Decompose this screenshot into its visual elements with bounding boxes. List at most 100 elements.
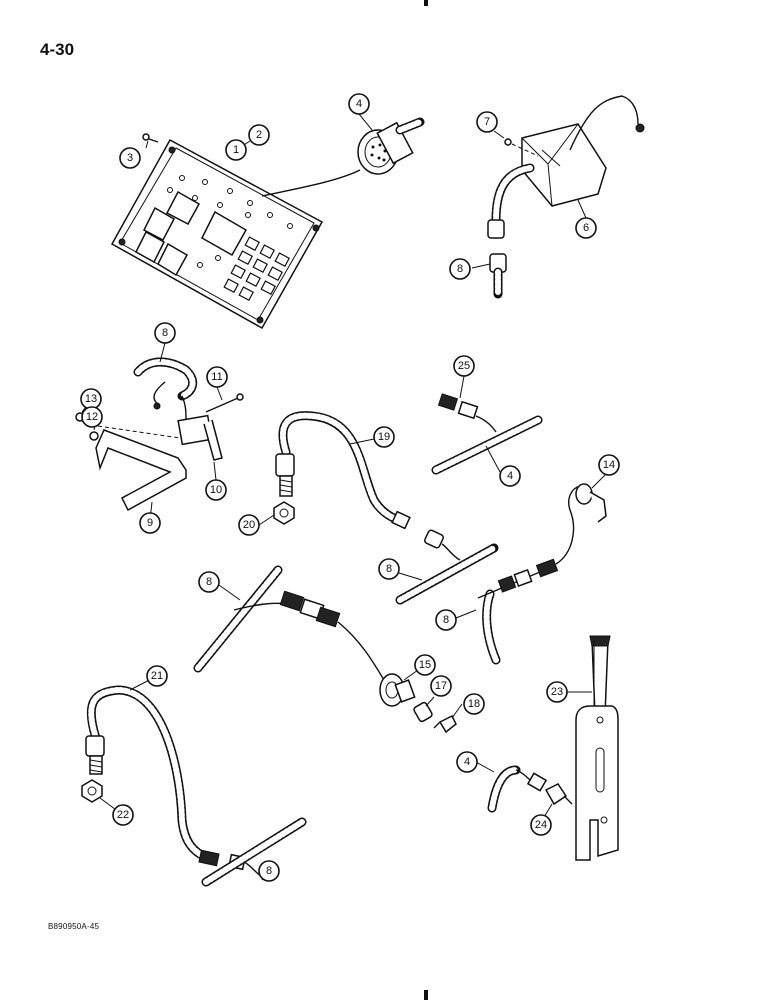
callout-17: 17 <box>430 675 452 697</box>
callout-4: 4 <box>348 93 370 115</box>
callout-24: 24 <box>530 814 552 836</box>
page-number: 4-30 <box>40 40 75 59</box>
callout-label: 4 <box>464 756 470 768</box>
callout-circle <box>546 681 568 703</box>
callout-circle <box>456 751 478 773</box>
callout-15: 15 <box>414 654 436 676</box>
callout-label: 24 <box>535 819 547 831</box>
callout-1: 1 <box>225 139 247 161</box>
callout-21: 21 <box>146 665 168 687</box>
callout-circle <box>530 814 552 836</box>
callout-label: 18 <box>468 698 480 710</box>
callout-circle <box>463 693 485 715</box>
control-module <box>487 95 645 299</box>
callout-12: 12 <box>81 406 103 428</box>
callout-circle <box>414 654 436 676</box>
callout-circle <box>575 217 597 239</box>
callout-circle <box>430 675 452 697</box>
callout-4: 4 <box>456 751 478 773</box>
callout-label: 22 <box>117 809 129 821</box>
callout-circle <box>146 665 168 687</box>
callout-label: 17 <box>435 680 447 692</box>
callout-label: 9 <box>147 517 153 529</box>
callout-label: 21 <box>151 670 163 682</box>
callout-label: 8 <box>266 865 272 877</box>
callout-11: 11 <box>206 366 228 388</box>
callout-18: 18 <box>463 693 485 715</box>
callout-8: 8 <box>435 609 457 631</box>
callout-label: 4 <box>356 98 362 110</box>
callout-label: 7 <box>484 116 490 128</box>
callout-6: 6 <box>575 217 597 239</box>
switch-bracket-assembly <box>75 357 244 512</box>
callout-25: 25 <box>453 355 475 377</box>
callout-label: 3 <box>127 152 133 164</box>
callout-circle <box>139 512 161 534</box>
callout-label: 12 <box>86 411 98 423</box>
callout-circle <box>499 465 521 487</box>
callout-23: 23 <box>546 681 568 703</box>
control-lever-23 <box>487 635 619 861</box>
callout-circle <box>206 366 228 388</box>
callout-circle <box>348 93 370 115</box>
harness-8-lower <box>193 565 457 734</box>
callout-circle <box>449 258 471 280</box>
callout-circle <box>198 571 220 593</box>
callouts-layer: 1234768811131210925194142088815171821234… <box>80 93 620 882</box>
callout-circle <box>154 322 176 344</box>
callout-label: 6 <box>583 222 589 234</box>
callout-14: 14 <box>598 454 620 476</box>
callout-circle <box>373 426 395 448</box>
callout-label: 8 <box>386 563 392 575</box>
callout-circle <box>258 860 280 882</box>
callout-10: 10 <box>205 479 227 501</box>
callout-8: 8 <box>449 258 471 280</box>
callout-label: 8 <box>206 576 212 588</box>
edge-mark-bottom <box>424 990 428 1000</box>
callout-label: 8 <box>443 614 449 626</box>
callout-label: 4 <box>507 470 513 482</box>
callout-circle <box>81 406 103 428</box>
callout-9: 9 <box>139 512 161 534</box>
callout-19: 19 <box>373 426 395 448</box>
callout-label: 8 <box>162 327 168 339</box>
callout-label: 2 <box>256 129 262 141</box>
callout-8: 8 <box>258 860 280 882</box>
instrument-panel <box>110 133 324 330</box>
callout-3: 3 <box>119 147 141 169</box>
callout-circle <box>435 609 457 631</box>
callout-circle <box>225 139 247 161</box>
callout-label: 23 <box>551 686 563 698</box>
callout-label: 14 <box>603 459 615 471</box>
callout-label: 25 <box>458 360 470 372</box>
panel-connector <box>261 117 425 197</box>
callout-4: 4 <box>499 465 521 487</box>
connector-25 <box>431 393 543 475</box>
callout-label: 10 <box>210 484 222 496</box>
callout-2: 2 <box>248 124 270 146</box>
callout-circle <box>238 514 260 536</box>
callout-label: 8 <box>457 263 463 275</box>
callout-circle <box>476 111 498 133</box>
callout-label: 20 <box>243 519 255 531</box>
callout-label: 11 <box>211 371 222 383</box>
callout-13: 13 <box>80 388 102 410</box>
callout-circle <box>119 147 141 169</box>
callout-8: 8 <box>378 558 400 580</box>
edge-mark-top <box>424 0 428 6</box>
callout-label: 15 <box>419 659 431 671</box>
callout-label: 19 <box>378 431 390 443</box>
callout-8: 8 <box>154 322 176 344</box>
callout-circle <box>205 479 227 501</box>
callout-circle <box>453 355 475 377</box>
callout-label: 1 <box>233 144 239 156</box>
harness-8-middle <box>395 483 607 665</box>
callout-circle <box>112 804 134 826</box>
harness-19 <box>273 411 461 561</box>
harness-21 <box>81 685 307 887</box>
callout-7: 7 <box>476 111 498 133</box>
figure-code: B890950A-45 <box>48 922 100 931</box>
callout-circle <box>598 454 620 476</box>
callout-label: 13 <box>85 393 97 405</box>
